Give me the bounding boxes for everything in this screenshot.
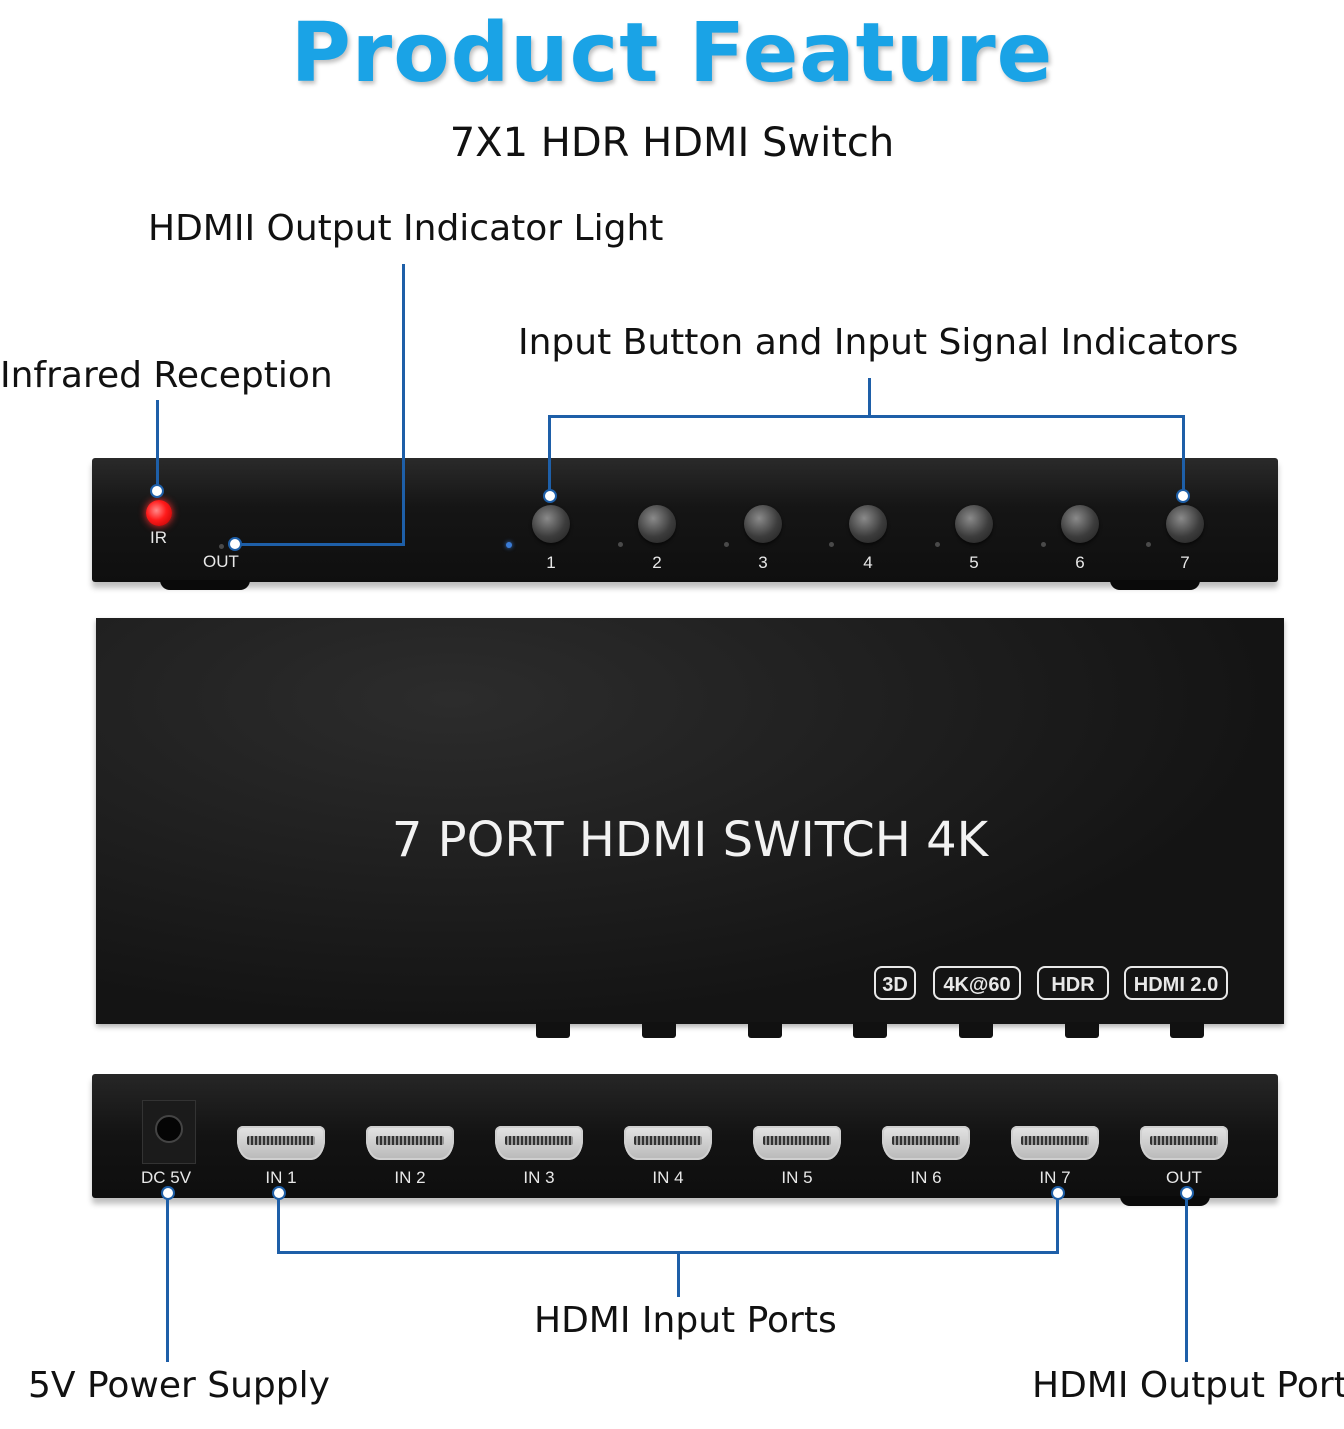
button-knob-6: [1065, 1022, 1099, 1038]
front-panel: [92, 458, 1278, 582]
hdmi-port-out-label: OUT: [1166, 1168, 1202, 1187]
hdmi-port-in-2-label: IN 2: [394, 1168, 426, 1187]
callout-output-indicator: HDMII Output Indicator Light: [148, 208, 664, 249]
hdmi-port-out[interactable]: [1140, 1126, 1228, 1160]
input-button-4[interactable]: [849, 505, 887, 543]
hdmi-port-in-7[interactable]: [1011, 1126, 1099, 1160]
callout-line-infrared: [156, 400, 159, 486]
input-1-signal-led: [506, 542, 512, 548]
button-knob-1: [536, 1022, 570, 1038]
input-3-signal-led: [724, 542, 729, 547]
callout-output-port: HDMI Output Port: [1032, 1365, 1344, 1406]
badge-4k-60: 4K@60: [933, 966, 1021, 1000]
ir-label: IR: [150, 528, 167, 547]
page-subtitle: 7X1 HDR HDMI Switch: [449, 120, 895, 166]
out-indicator-label: OUT: [203, 552, 239, 571]
badge-hdmi-2-0: HDMI 2.0: [1124, 966, 1228, 1000]
input-button-5[interactable]: [955, 505, 993, 543]
input-button-1[interactable]: [532, 505, 570, 543]
input-5-signal-led: [935, 542, 940, 547]
input-4-signal-led: [829, 542, 834, 547]
callout-dot-power: [161, 1186, 175, 1200]
hdmi-port-in-6-label: IN 6: [910, 1168, 942, 1187]
input-button-6-label: 6: [1075, 553, 1085, 572]
callout-dot-input-1: [272, 1186, 286, 1200]
callout-infrared: Infrared Reception: [0, 355, 333, 396]
badge-3d: 3D: [874, 966, 916, 1000]
callout-line-output-indicator-h: [238, 543, 405, 546]
input-button-4-label: 4: [863, 553, 873, 572]
hdmi-port-in-6[interactable]: [882, 1126, 970, 1160]
ir-receiver-led: [146, 500, 172, 526]
button-knob-3: [748, 1022, 782, 1038]
badge-hdr: HDR: [1037, 966, 1109, 1000]
front-foot-right: [1110, 580, 1200, 590]
dc-power-jack: [142, 1100, 196, 1164]
callout-dot-output-indicator: [228, 537, 242, 551]
button-knob-7: [1170, 1022, 1204, 1038]
callout-line-input-buttons-bar: [548, 415, 1185, 418]
button-knob-4: [853, 1022, 887, 1038]
callout-line-input-buttons-stem: [868, 378, 871, 418]
callout-line-input-button-7: [1182, 415, 1185, 491]
callout-line-output-port: [1185, 1196, 1188, 1362]
callout-power-supply: 5V Power Supply: [28, 1365, 330, 1406]
hdmi-port-in-3[interactable]: [495, 1126, 583, 1160]
device-model-label: 7 PORT HDMI SWITCH 4K: [391, 812, 989, 868]
hdmi-port-in-3-label: IN 3: [523, 1168, 555, 1187]
hdmi-port-in-1-label: IN 1: [265, 1168, 297, 1187]
callout-line-input-button-1: [548, 415, 551, 491]
input-button-7[interactable]: [1166, 505, 1204, 543]
input-2-signal-led: [618, 542, 623, 547]
back-foot-right: [1120, 1196, 1210, 1206]
input-7-signal-led: [1146, 542, 1151, 547]
callout-dot-input-7: [1051, 1186, 1065, 1200]
hdmi-port-in-4-label: IN 4: [652, 1168, 684, 1187]
front-foot-left: [160, 580, 250, 590]
dc-power-label: DC 5V: [141, 1168, 192, 1187]
callout-dot-input-button-1: [543, 489, 557, 503]
callout-dot-output-port: [1180, 1186, 1194, 1200]
out-indicator-led: [219, 544, 224, 549]
hdmi-port-in-5[interactable]: [753, 1126, 841, 1160]
device-top-view: [96, 618, 1284, 1024]
hdmi-port-in-1[interactable]: [237, 1126, 325, 1160]
hdmi-port-in-7-label: IN 7: [1039, 1168, 1071, 1187]
input-button-3[interactable]: [744, 505, 782, 543]
input-button-7-label: 7: [1180, 553, 1190, 572]
input-button-2-label: 2: [652, 553, 662, 572]
callout-line-input-ports-bar: [277, 1251, 1059, 1254]
callout-line-output-indicator-v: [402, 264, 405, 546]
input-6-signal-led: [1041, 542, 1046, 547]
callout-dot-infrared: [150, 484, 164, 498]
button-knob-5: [959, 1022, 993, 1038]
input-button-2[interactable]: [638, 505, 676, 543]
hdmi-port-in-4[interactable]: [624, 1126, 712, 1160]
callout-line-input-7: [1056, 1196, 1059, 1254]
input-button-3-label: 3: [758, 553, 768, 572]
dc-jack-hole: [155, 1115, 183, 1143]
page-title: Product Feature: [290, 6, 1054, 101]
hdmi-port-in-2[interactable]: [366, 1126, 454, 1160]
callout-input-ports: HDMI Input Ports: [534, 1300, 837, 1341]
callout-line-power: [166, 1194, 169, 1362]
input-button-1-label: 1: [546, 553, 556, 572]
callout-line-input-1: [277, 1196, 280, 1254]
input-button-5-label: 5: [969, 553, 979, 572]
callout-line-input-ports-stem: [677, 1251, 680, 1297]
callout-dot-input-button-7: [1176, 489, 1190, 503]
callout-input-buttons: Input Button and Input Signal Indicators: [518, 322, 1239, 363]
input-button-6[interactable]: [1061, 505, 1099, 543]
button-knob-2: [642, 1022, 676, 1038]
hdmi-port-in-5-label: IN 5: [781, 1168, 813, 1187]
